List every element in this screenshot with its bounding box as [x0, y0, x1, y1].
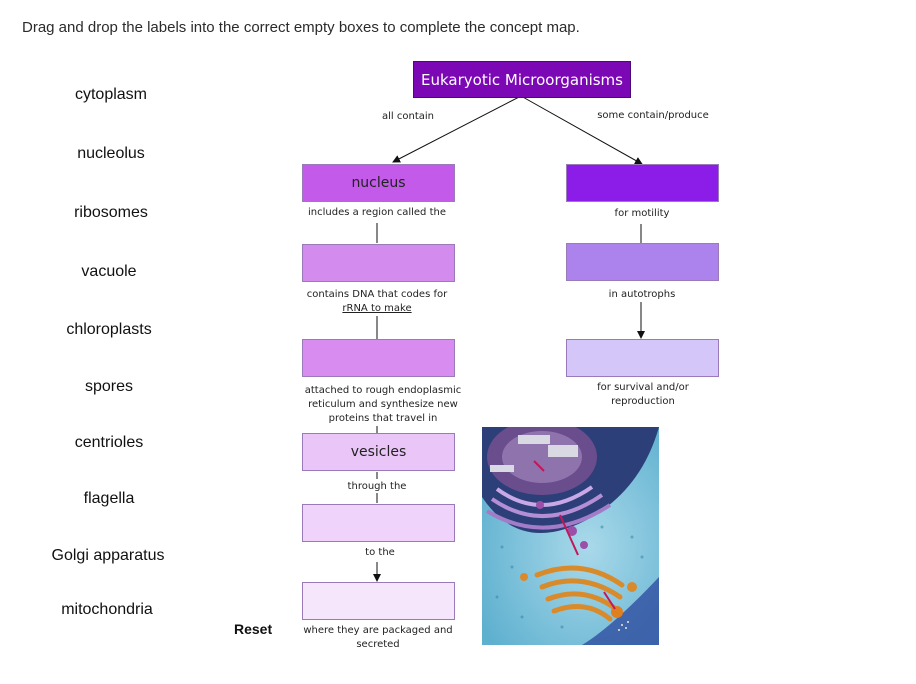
- connector-line-text: reproduction: [611, 396, 675, 407]
- connector-text: through the: [347, 481, 407, 492]
- drop-box-left-5[interactable]: [302, 504, 455, 542]
- drop-box-left-3[interactable]: [302, 339, 455, 377]
- connector-line-text: attached to rough endoplasmic: [304, 385, 462, 396]
- connector-line-text: contains DNA that codes for: [306, 289, 448, 300]
- branch-label-left: all contain: [382, 111, 434, 122]
- label-cytoplasm[interactable]: cytoplasm: [74, 86, 148, 103]
- connector-text: includes a region called the: [307, 207, 447, 218]
- reset-button[interactable]: Reset: [234, 621, 273, 637]
- connector-text: for survival and/or reproduction: [597, 381, 689, 409]
- label-ribosomes[interactable]: ribosomes: [74, 204, 148, 221]
- connector-line-text: proteins that travel in: [328, 413, 438, 424]
- connector-text: for motility: [614, 208, 670, 219]
- label-centrioles[interactable]: centrioles: [74, 434, 144, 451]
- connector-line-text: where they are packaged and: [303, 625, 453, 636]
- cell-secretion-illustration: [482, 427, 659, 645]
- label-flagella[interactable]: flagella: [83, 490, 135, 507]
- label-nucleolus[interactable]: nucleolus: [77, 145, 145, 162]
- connector-text: where they are packaged and secreted: [303, 624, 452, 652]
- instructions-text: Drag and drop the labels into the correc…: [22, 19, 580, 36]
- box-nucleus: nucleus: [302, 164, 455, 202]
- connector-line-text: rRNA to make: [342, 303, 412, 314]
- drop-box-right-1[interactable]: [566, 164, 719, 202]
- branch-label-right: some contain/produce: [597, 110, 709, 121]
- concept-map-title: Eukaryotic Microorganisms: [413, 61, 631, 98]
- connector-text: attached to rough endoplasmic reticulum …: [305, 384, 461, 426]
- box-vesicles: vesicles: [302, 433, 455, 471]
- label-chloroplasts[interactable]: chloroplasts: [66, 321, 152, 338]
- connector-text: to the: [365, 547, 395, 558]
- label-golgi-apparatus[interactable]: Golgi apparatus: [51, 547, 165, 564]
- label-spores[interactable]: spores: [84, 378, 134, 395]
- label-vacuole[interactable]: vacuole: [81, 263, 137, 280]
- drop-box-left-2[interactable]: [302, 244, 455, 282]
- drop-box-right-2[interactable]: [566, 243, 719, 281]
- connector-line-text: for survival and/or: [597, 382, 689, 393]
- drop-box-left-6[interactable]: [302, 582, 455, 620]
- connector-text: contains DNA that codes for rRNA to make: [307, 288, 447, 316]
- drop-box-right-3[interactable]: [566, 339, 719, 377]
- label-mitochondria[interactable]: mitochondria: [61, 601, 153, 618]
- connector-line-text: secreted: [356, 639, 400, 650]
- connector-line-text: reticulum and synthesize new: [308, 399, 458, 410]
- connector-text: in autotrophs: [608, 289, 676, 300]
